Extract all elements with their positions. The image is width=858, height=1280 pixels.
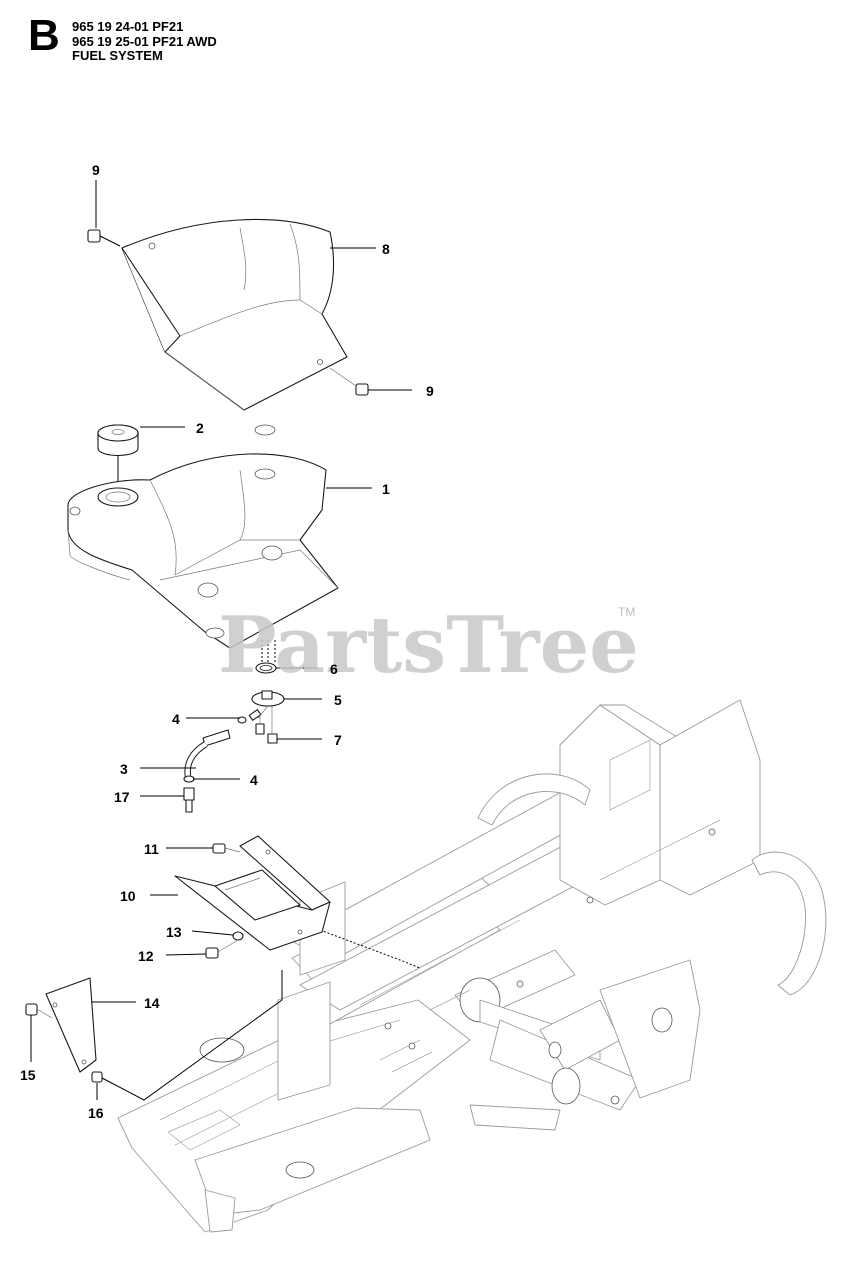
part-15-screw [25, 1003, 53, 1019]
callout-11: 11 [144, 841, 159, 857]
callout-16: 16 [88, 1105, 104, 1121]
callout-5: 5 [334, 692, 342, 708]
model-number-1: 965 19 24-01 PF21 [72, 19, 184, 34]
part-17-fuel-filter [183, 787, 195, 813]
watermark-trademark: TM [618, 605, 635, 619]
leader-lines [30, 180, 412, 1100]
frame-mount-dashes [319, 929, 421, 969]
callout-2: 2 [196, 420, 204, 436]
callout-7: 7 [334, 732, 342, 748]
part-4-clamp-lower [183, 775, 195, 783]
callout-9-bottom: 9 [426, 383, 434, 399]
part-11-screw [212, 843, 241, 854]
callout-4-upper: 4 [172, 711, 180, 727]
part-3-fuel-hose [184, 729, 231, 777]
callout-3: 3 [120, 761, 128, 777]
callout-1: 1 [382, 481, 390, 497]
part-1-fuel-tank [67, 424, 339, 649]
part-14-cover-plate [45, 977, 97, 1073]
part-13-washer [232, 931, 244, 941]
part-12-screw [205, 939, 239, 959]
part-9-screw-top [87, 229, 121, 247]
diagram-title: FUEL SYSTEM [72, 48, 163, 63]
callout-17: 17 [114, 789, 130, 805]
chassis-frame [117, 699, 827, 1233]
callout-10: 10 [120, 888, 136, 904]
section-letter: B [28, 11, 60, 60]
diagram-header: 965 19 24-01 PF21 965 19 25-01 PF21 AWD … [72, 19, 217, 64]
callout-6: 6 [330, 661, 338, 677]
callout-15: 15 [20, 1067, 36, 1083]
watermark-text: PartsTree [218, 600, 639, 691]
callout-13: 13 [166, 924, 182, 940]
part-5-tank-fitting [248, 690, 285, 721]
part-8-tank-cover [121, 218, 348, 411]
callout-12: 12 [138, 948, 154, 964]
part-10-filter-bracket [174, 835, 331, 951]
model-number-2: 965 19 25-01 PF21 AWD [72, 33, 217, 49]
part-2-fuel-cap [97, 424, 139, 490]
callout-14: 14 [144, 995, 160, 1011]
callout-8: 8 [382, 241, 390, 257]
part-9-screw-bottom [329, 367, 369, 396]
callout-4-lower: 4 [250, 772, 258, 788]
callout-9-top: 9 [92, 162, 100, 178]
part-16-nut [91, 970, 283, 1101]
